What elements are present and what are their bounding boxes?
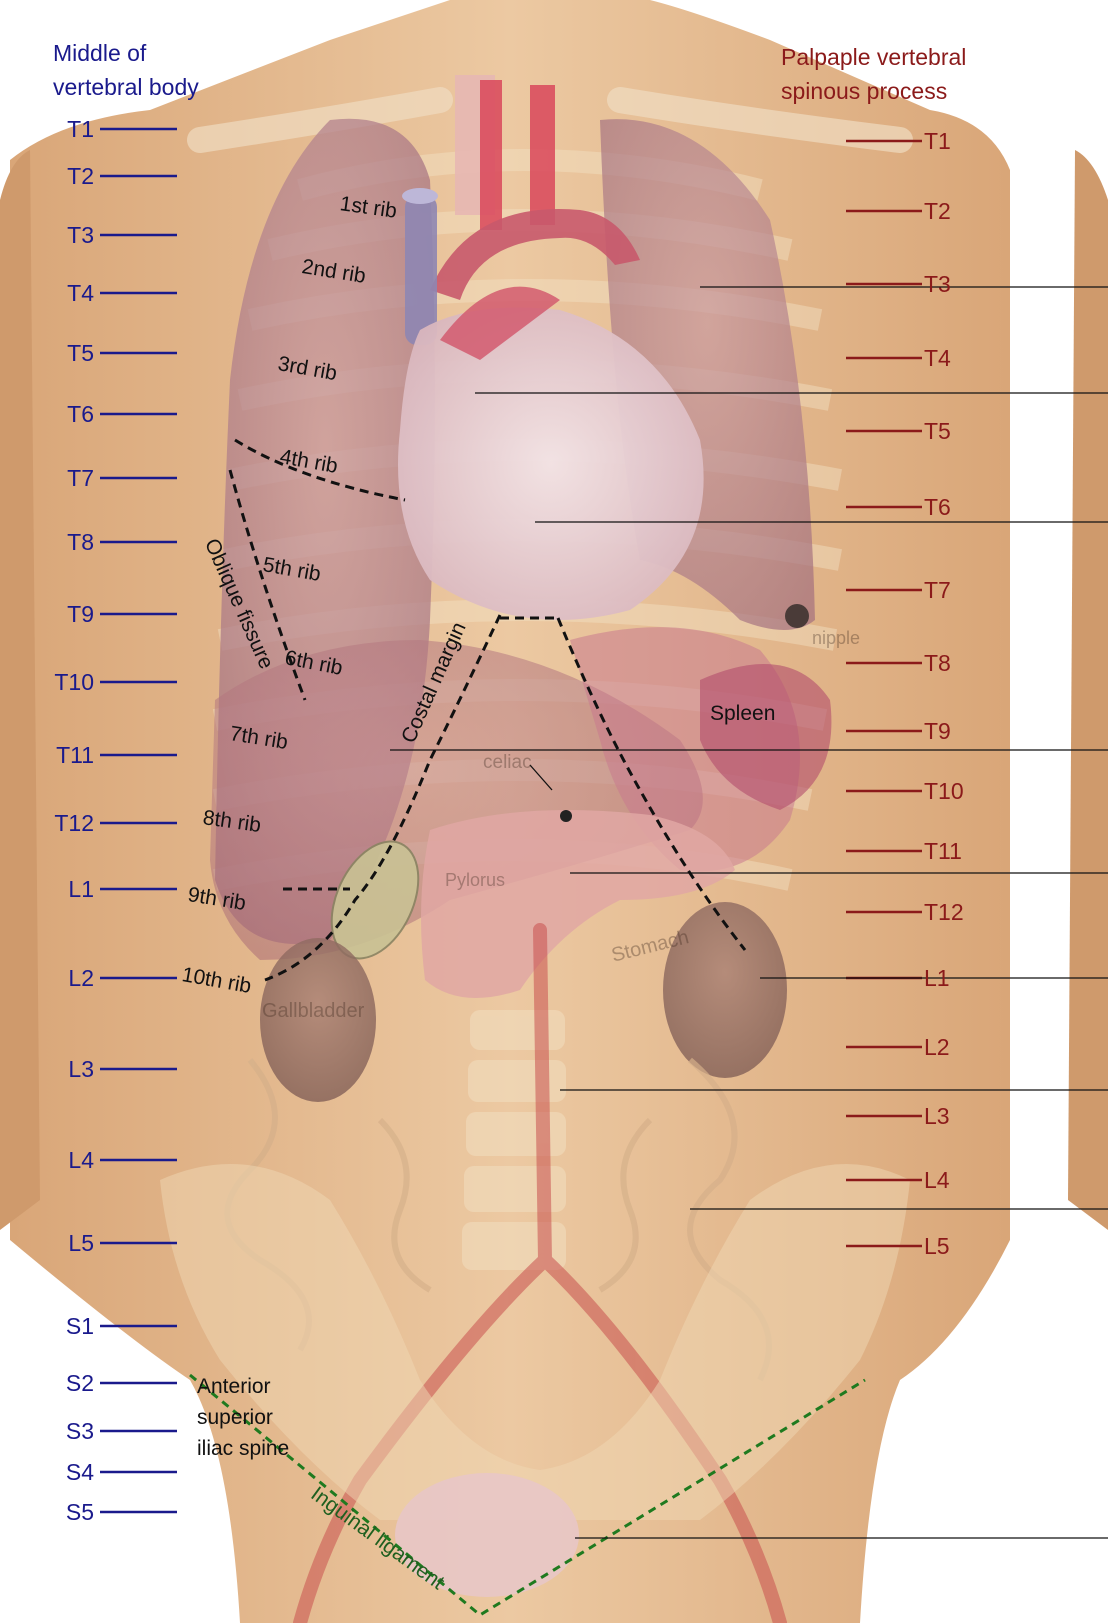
right-level-label: T9 <box>924 718 951 745</box>
right-level-label: T8 <box>924 650 951 677</box>
left-level-label: T4 <box>67 280 94 307</box>
left-level-label: T1 <box>67 116 94 143</box>
right-level-label: T7 <box>924 577 951 604</box>
left-level-label: T9 <box>67 601 94 628</box>
left-level-label: T2 <box>67 163 94 190</box>
right-level-label: T10 <box>924 778 964 805</box>
gallbladder-label: Gallbladder <box>262 1000 364 1023</box>
left-level-label: S3 <box>66 1418 94 1445</box>
right-level-label: L5 <box>924 1233 950 1260</box>
nipple-point <box>785 604 809 628</box>
nipple-label: nipple <box>812 628 860 649</box>
left-header-line1: Middle of <box>53 36 199 70</box>
right-header-line1: Palpaple vertebral <box>781 40 966 74</box>
pylorus-label: Pylorus <box>445 870 505 891</box>
right-level-label: T2 <box>924 198 951 225</box>
left-level-label: T8 <box>67 529 94 556</box>
right-arm <box>1068 150 1108 1230</box>
left-level-label: L4 <box>68 1147 94 1174</box>
right-level-label: T1 <box>924 128 951 155</box>
left-level-label: T7 <box>67 465 94 492</box>
right-level-label: T3 <box>924 271 951 298</box>
left-level-label: L1 <box>68 876 94 903</box>
left-level-label: S4 <box>66 1459 94 1486</box>
asis-line2: superior <box>197 1402 289 1433</box>
left-axis-header: Middle of vertebral body <box>53 36 199 104</box>
left-level-label: S1 <box>66 1313 94 1340</box>
left-level-label: T5 <box>67 340 94 367</box>
right-level-label: T5 <box>924 418 951 445</box>
right-level-label: L3 <box>924 1103 950 1130</box>
right-axis-header: Palpaple vertebral spinous process <box>781 40 966 108</box>
left-level-label: S5 <box>66 1499 94 1526</box>
left-level-label: T10 <box>54 669 94 696</box>
left-level-label: T3 <box>67 222 94 249</box>
right-level-label: T4 <box>924 345 951 372</box>
celiac-point <box>560 810 572 822</box>
right-level-label: L4 <box>924 1167 950 1194</box>
asis-label: Anterior superior iliac spine <box>197 1371 289 1464</box>
celiac-label: celiac <box>483 752 532 774</box>
right-level-label: T12 <box>924 899 964 926</box>
left-level-label: S2 <box>66 1370 94 1397</box>
left-header-line2: vertebral body <box>53 70 199 104</box>
spleen-label: Spleen <box>710 702 775 726</box>
right-header-line2: spinous process <box>781 74 966 108</box>
right-level-label: T11 <box>924 838 962 865</box>
left-level-label: T12 <box>54 810 94 837</box>
asis-line3: iliac spine <box>197 1433 289 1464</box>
asis-line1: Anterior <box>197 1371 289 1402</box>
right-level-label: T6 <box>924 494 951 521</box>
left-level-label: T6 <box>67 401 94 428</box>
left-level-label: L3 <box>68 1056 94 1083</box>
left-level-label: T11 <box>56 742 94 769</box>
left-level-label: L2 <box>68 965 94 992</box>
right-level-label: L2 <box>924 1034 950 1061</box>
right-level-label: L1 <box>924 965 950 992</box>
left-level-label: L5 <box>68 1230 94 1257</box>
